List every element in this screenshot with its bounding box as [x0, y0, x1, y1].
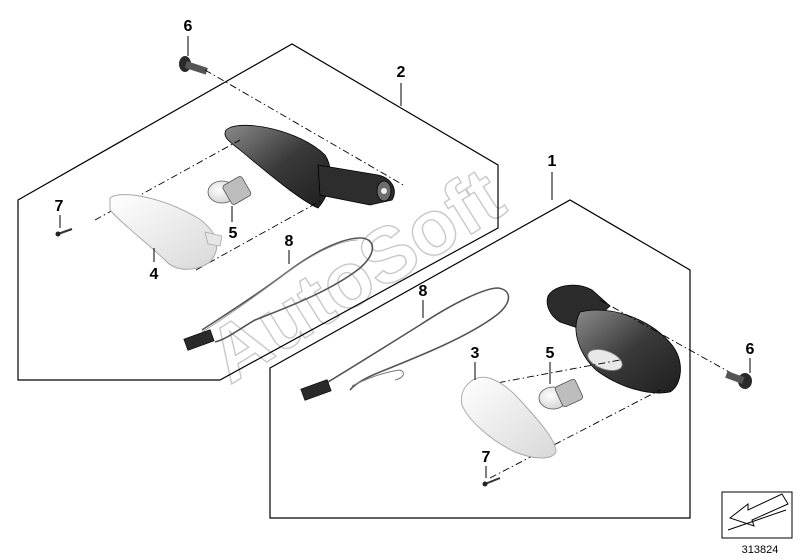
assembly-frame-2: [17, 43, 499, 381]
bulb-part-5-lower: [538, 378, 584, 410]
screw-part-6-right: [725, 371, 752, 389]
callout-8-top: 8: [285, 233, 294, 250]
document-number: 313824: [742, 544, 779, 556]
callout-3: 3: [471, 345, 480, 362]
callout-5-top: 5: [229, 225, 238, 242]
screw-part-7-left: [55, 228, 73, 237]
indicator-housing-upper: [224, 124, 395, 209]
wire-harness-part-8-upper: [183, 237, 374, 351]
callout-8-bottom: 8: [419, 283, 428, 300]
callout-6-top: 6: [184, 18, 193, 35]
assembly-axis-line: [599, 299, 741, 379]
assembly-frame-1: [269, 199, 691, 519]
wire-harness-part-8-lower: [300, 287, 510, 401]
assembly-axis-line: [204, 69, 406, 187]
callout-4: 4: [150, 266, 159, 283]
callout-1: 1: [548, 153, 557, 170]
lens-part-4: [109, 194, 223, 270]
direction-arrow-icon: [721, 491, 793, 539]
screw-part-7-bottom: [482, 477, 501, 487]
callout-2: 2: [397, 64, 406, 81]
indicator-housing-lower: [546, 284, 681, 394]
assembly-axis-line: [94, 139, 241, 221]
callout-7-left: 7: [55, 198, 64, 215]
assembly-axis-line: [195, 199, 323, 271]
lens-part-3: [460, 376, 557, 459]
screw-part-6-top: [179, 36, 208, 75]
callout-5-bottom: 5: [546, 345, 555, 362]
callout-6-right: 6: [746, 341, 755, 358]
assembly-axis-line: [489, 389, 661, 479]
callout-7-bottom: 7: [482, 449, 491, 466]
bulb-part-5-upper: [207, 176, 252, 205]
